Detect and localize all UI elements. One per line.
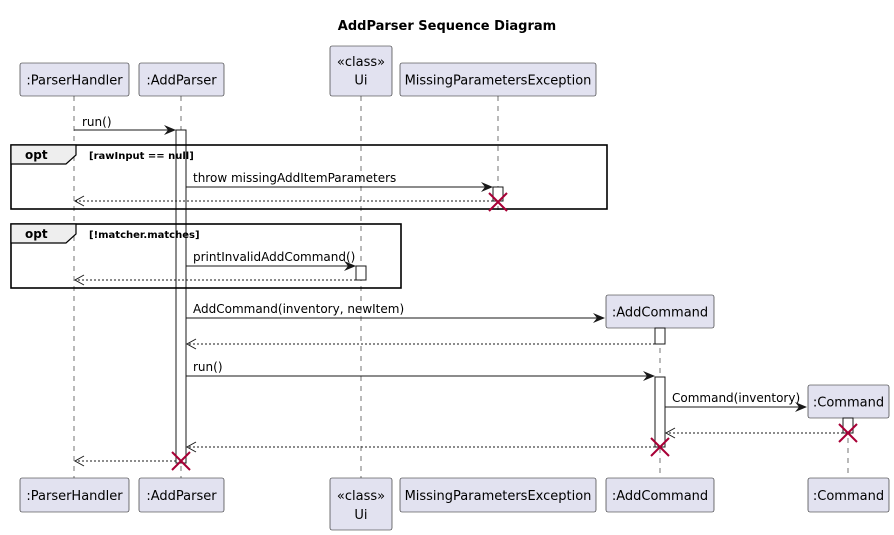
arrowhead	[664, 427, 676, 439]
message-label: printInvalidAddCommand()	[193, 250, 355, 264]
arrowhead	[185, 441, 197, 453]
participant-label: Ui	[354, 74, 367, 89]
fragment-guard: [rawInput == null]	[89, 151, 194, 162]
participant-add-command-bottom: :AddCommand	[605, 477, 715, 513]
activation-ui	[355, 265, 367, 281]
participant-command-bottom: :Command	[807, 477, 890, 513]
destroy-missing-params	[488, 192, 508, 212]
participant-box	[19, 62, 130, 97]
participant-label: :Command	[813, 489, 884, 504]
destroy-add-parser	[171, 451, 191, 471]
message-command-ctor: Command(inventory)	[665, 391, 807, 412]
fragment-tab	[10, 144, 77, 165]
arrowhead	[164, 125, 176, 135]
arrowhead	[593, 313, 605, 323]
arrowhead	[344, 261, 356, 271]
participant-add-parser-bottom: :AddParser	[138, 477, 225, 513]
activation-add-command-init	[654, 327, 666, 345]
destroy-stroke	[488, 192, 508, 212]
arrowhead	[73, 274, 85, 286]
fragment-frame	[10, 144, 608, 210]
participant-box	[329, 45, 393, 97]
message-run-1: run()	[74, 115, 176, 135]
participant-label: :AddCommand	[612, 489, 708, 504]
destroy-stroke	[171, 451, 191, 471]
message-add-command-ctor: AddCommand(inventory, newItem)	[186, 302, 605, 323]
return-run-1	[73, 455, 176, 467]
participant-add-parser-top: :AddParser	[138, 62, 225, 97]
return-print-invalid	[73, 274, 356, 286]
participant-box	[807, 477, 890, 513]
participant-box	[605, 477, 715, 513]
participant-box	[399, 477, 597, 513]
fragment-guard: [!matcher.matches]	[89, 230, 200, 241]
participant-label: :ParserHandler	[26, 489, 123, 504]
activation-add-parser	[175, 129, 187, 464]
message-run-2: run()	[186, 360, 655, 381]
opt-fragment-matcher: opt [!matcher.matches]	[10, 223, 402, 289]
participant-box	[138, 62, 225, 97]
return-throw-missing	[73, 195, 493, 207]
participant-label: MissingParametersException	[405, 74, 592, 89]
participant-stereotype: «class»	[337, 55, 385, 70]
arrowhead	[795, 402, 807, 412]
participant-label: :ParserHandler	[26, 74, 123, 89]
participant-missing-params-bottom: MissingParametersException	[399, 477, 597, 513]
participant-label: :AddCommand	[612, 306, 708, 321]
return-command-ctor	[664, 427, 843, 439]
arrowhead	[643, 371, 655, 381]
return-run-2	[185, 441, 655, 453]
destroy-stroke	[838, 423, 858, 443]
opt-fragment-raw-input: opt [rawInput == null]	[10, 144, 608, 210]
participant-stereotype: «class»	[337, 489, 385, 504]
arrowhead	[185, 338, 197, 350]
arrowhead	[481, 182, 493, 192]
participant-parser-handler-top: :ParserHandler	[19, 62, 130, 97]
fragment-operator: opt	[25, 148, 48, 162]
participant-box	[138, 477, 225, 513]
message-throw-missing: throw missingAddItemParameters	[186, 171, 493, 192]
message-label: run()	[193, 360, 223, 374]
fragment-tab	[10, 223, 77, 244]
participant-box	[399, 62, 597, 97]
participant-label: MissingParametersException	[405, 489, 592, 504]
participant-box	[19, 477, 130, 513]
participant-ui-bottom: «class» Ui	[329, 477, 393, 531]
participant-missing-params-top: MissingParametersException	[399, 62, 597, 97]
fragment-frame	[10, 223, 402, 289]
diagram-title: AddParser Sequence Diagram	[338, 19, 556, 34]
destroy-add-command	[650, 437, 670, 457]
destroy-stroke	[650, 437, 670, 457]
participant-label: :AddParser	[146, 74, 217, 89]
arrowhead	[73, 195, 85, 207]
message-label: Command(inventory)	[672, 391, 800, 405]
participant-add-command-created: :AddCommand	[605, 294, 715, 329]
message-label: run()	[82, 115, 112, 129]
arrowhead	[73, 455, 85, 467]
participant-command-created: :Command	[807, 384, 890, 419]
activation-add-command-run	[654, 376, 666, 448]
message-print-invalid: printInvalidAddCommand()	[186, 250, 356, 271]
return-add-command-ctor	[185, 338, 655, 350]
participant-parser-handler-bottom: :ParserHandler	[19, 477, 130, 513]
message-label: throw missingAddItemParameters	[193, 171, 396, 185]
fragment-operator: opt	[25, 227, 48, 241]
destroy-command	[838, 423, 858, 443]
participant-box	[329, 477, 393, 531]
participant-ui-top: «class» Ui	[329, 45, 393, 97]
message-label: AddCommand(inventory, newItem)	[193, 302, 404, 316]
participant-label: :Command	[813, 396, 884, 411]
participant-label: Ui	[354, 508, 367, 523]
participant-label: :AddParser	[146, 489, 217, 504]
